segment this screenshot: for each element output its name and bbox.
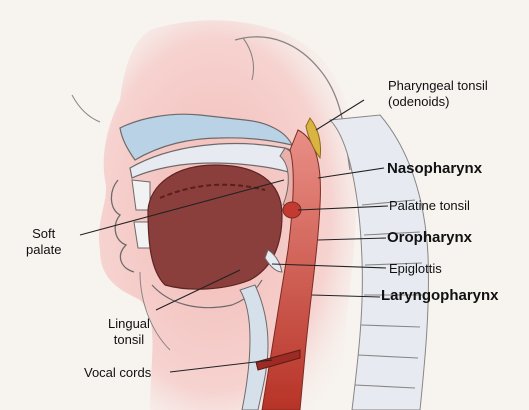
label-oropharynx: Oropharynx [387,229,472,247]
label-laryngopharynx: Laryngopharynx [381,287,499,305]
tongue [148,165,282,289]
label-lingual-tonsil: Lingual tonsil [108,316,150,348]
label-pharyngeal-tonsil: Pharyngeal tonsil (odenoids) [388,78,488,110]
label-vocal-cords: Vocal cords [84,365,151,381]
label-nasopharynx: Nasopharynx [387,160,482,178]
label-soft-palate: Soft palate [26,226,61,258]
label-epiglottis: Epiglottis [389,261,442,277]
label-palatine-tonsil: Palatine tonsil [389,198,470,214]
